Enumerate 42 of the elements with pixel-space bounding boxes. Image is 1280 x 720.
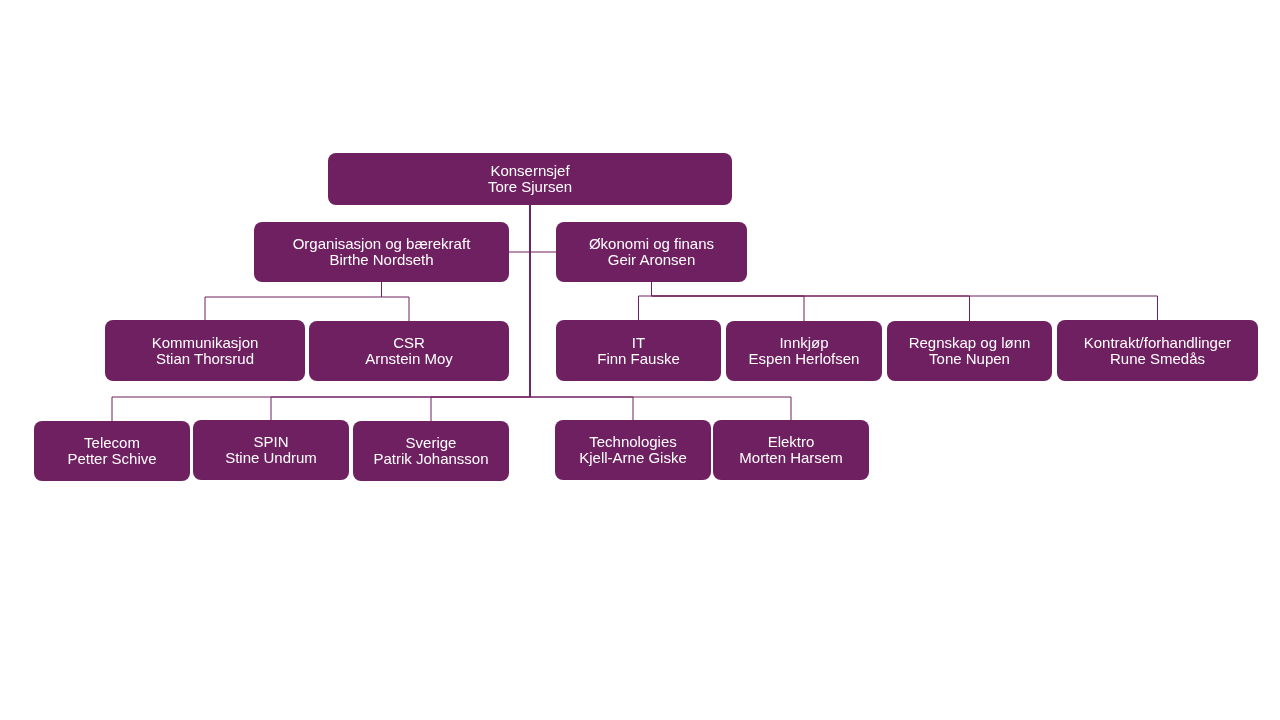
person-name: Arnstein Moy [365,351,453,367]
role-title: CSR [393,335,425,351]
org-box [1057,320,1258,381]
org-box [309,321,509,381]
role-title: Organisasjon og bærekraft [292,236,471,252]
role-title: Kommunikasjon [151,334,259,351]
role-title: Elektro [767,434,815,450]
role-title: Konsernsjef [490,163,570,179]
person-name: Stine Undrum [225,450,317,466]
org-box [713,420,869,480]
role-title: Regnskap og lønn [908,335,1031,351]
org-box [105,320,305,381]
person-name: Finn Fauske [597,350,680,367]
role-title: Sverige [405,435,457,451]
org-box [193,420,349,480]
org-box [328,153,732,205]
org-box [34,421,190,481]
org-box [556,320,721,381]
person-name: Patrik Johansson [373,451,489,467]
role-title: IT [631,334,646,351]
person-name: Petter Schive [67,451,157,467]
role-title: Technologies [589,434,677,450]
org-box [887,321,1052,381]
org-box [726,321,882,381]
role-title: Økonomi og finans [588,236,715,252]
role-title: Innkjøp [779,335,829,351]
org-box [556,222,747,282]
person-name: Tore Sjursen [487,179,573,195]
org-box [555,420,711,480]
person-name: Morten Harsem [739,450,843,466]
person-name: Stian Thorsrud [155,350,255,367]
role-title: Telecom [84,435,140,451]
org-box [254,222,509,282]
role-title: Kontrakt/forhandlinger [1083,334,1232,351]
org-box [353,421,509,481]
person-name: Geir Aronsen [607,252,696,268]
person-name: Kjell-Arne Giske [579,450,687,466]
person-name: Espen Herlofsen [748,351,860,367]
person-name: Tone Nupen [929,351,1010,367]
role-title: SPIN [253,434,289,450]
person-name: Birthe Nordseth [329,252,434,268]
person-name: Rune Smedås [1109,350,1206,367]
